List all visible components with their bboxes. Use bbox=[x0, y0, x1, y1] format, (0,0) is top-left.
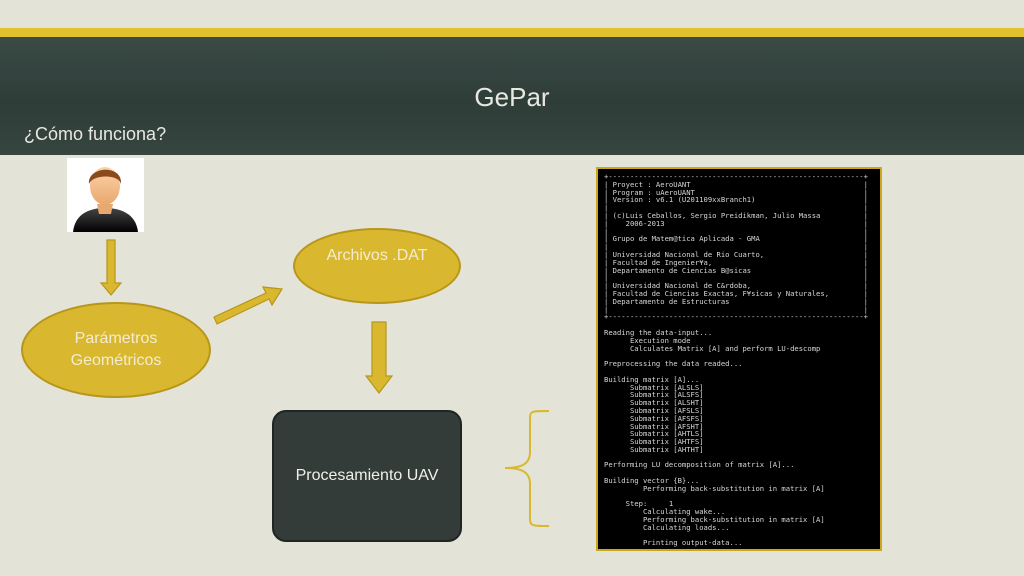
console-line: Step: 1 bbox=[604, 499, 674, 509]
node-archivos-dat: Archivos .DAT bbox=[293, 228, 461, 304]
slide-subtitle: ¿Cómo funciona? bbox=[24, 124, 167, 144]
curly-brace bbox=[504, 410, 550, 527]
console-line: Submatrix [AHTLS] bbox=[604, 429, 704, 439]
console-line: Calculating loads... bbox=[604, 522, 730, 532]
console-line: +---------------------------------------… bbox=[604, 172, 868, 181]
node-procesamiento-uav: Procesamiento UAV bbox=[272, 410, 462, 542]
console-line: | | bbox=[604, 203, 868, 213]
console-output-screenshot: +---------------------------------------… bbox=[596, 167, 882, 551]
console-line: Submatrix [ALSLS] bbox=[604, 382, 704, 392]
console-line: Submatrix [AHTHT] bbox=[604, 444, 704, 454]
console-line: | (c)Luis Ceballos, Sergio Preidikman, J… bbox=[604, 210, 868, 220]
console-line: +---------------------------------------… bbox=[604, 312, 868, 322]
arrow-archivos-to-procesamiento bbox=[364, 321, 394, 394]
console-line: | Facultad de Ingenier¥a, | bbox=[604, 257, 868, 267]
console-line: | Departamento de Estructuras | bbox=[604, 296, 868, 306]
console-line: Calculating wake... bbox=[604, 507, 726, 517]
console-line: Building vector {B}... bbox=[604, 476, 700, 486]
console-line: Submatrix [ALSFS] bbox=[604, 390, 704, 400]
node-parametros-line1: Parámetros bbox=[74, 330, 158, 347]
console-line: | Proyect : AeroUANT | bbox=[604, 179, 868, 189]
console-line: Calculates Matrix [A] and perform LU-des… bbox=[604, 343, 821, 353]
top-band bbox=[0, 0, 1024, 28]
console-line: | Grupo de Matem@tica Aplicada - GMA | bbox=[604, 234, 868, 244]
accent-line bbox=[0, 28, 1024, 37]
console-line: Performing back-substitution in matrix [… bbox=[604, 515, 825, 525]
console-line: Reading the data-input... bbox=[604, 327, 713, 337]
console-line: | | bbox=[604, 304, 868, 314]
console-line: | | bbox=[604, 226, 868, 236]
console-line: | Departamento de Ciencias B@sicas | bbox=[604, 265, 868, 275]
console-line: Printing output-data... bbox=[604, 538, 743, 548]
console-line: Execution mode bbox=[604, 335, 691, 345]
console-line: | Program : uAeroUANT | bbox=[604, 187, 868, 197]
node-procesamiento-label: Procesamiento UAV bbox=[295, 467, 439, 484]
console-line: | Version : v6.1 (U201109xxBranch1) | bbox=[604, 195, 868, 205]
console-line: | | bbox=[604, 273, 868, 283]
node-parametros-line2: Geométricos bbox=[70, 352, 162, 369]
node-archivos-label: Archivos .DAT bbox=[326, 247, 428, 264]
console-line: | Universidad Nacional de Rio Cuarto, | bbox=[604, 249, 868, 259]
console-line: Preprocessing the data readed... bbox=[604, 359, 743, 369]
arrow-avatar-to-parametros bbox=[99, 239, 123, 296]
console-line: | Universidad Nacional de C&rdoba, | bbox=[604, 281, 868, 291]
console-line: Submatrix [AFSHT] bbox=[604, 421, 704, 431]
console-line: Building matrix [A]... bbox=[604, 374, 700, 384]
user-avatar-graphic bbox=[73, 167, 138, 232]
console-line: | | bbox=[604, 242, 868, 252]
console-line: Submatrix [ALSHT] bbox=[604, 398, 704, 408]
node-parametros-geometricos: Parámetros Geométricos bbox=[21, 302, 211, 398]
header-banner bbox=[0, 37, 1024, 155]
console-line: Performing back-substitution in matrix [… bbox=[604, 483, 825, 493]
user-avatar-icon bbox=[67, 158, 144, 232]
console-line: Submatrix [AFSFS] bbox=[604, 413, 704, 423]
console-line: Performing LU decomposition of matrix [A… bbox=[604, 460, 795, 470]
console-line: | 2006-2013 | bbox=[604, 218, 868, 228]
console-line: | Facultad de Ciencias Exactas, F¥sicas … bbox=[604, 288, 868, 298]
slide-title: GePar bbox=[474, 82, 550, 112]
console-line: Submatrix [AFSLS] bbox=[604, 405, 704, 415]
console-line: Submatrix [AHTFS] bbox=[604, 437, 704, 447]
arrow-parametros-to-archivos bbox=[213, 286, 284, 325]
